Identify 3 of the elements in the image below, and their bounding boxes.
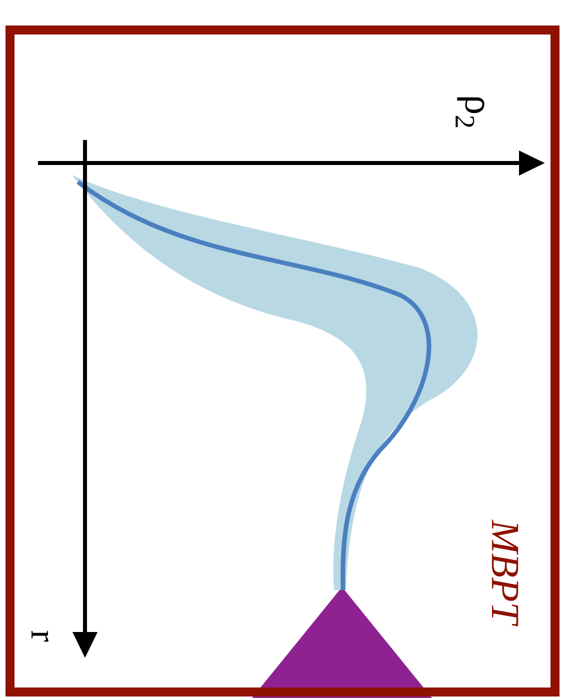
axis-label: MBPT (492, 520, 518, 626)
axis-label: r (32, 630, 48, 642)
axis-label: ρ$_{2}$ (456, 97, 484, 128)
